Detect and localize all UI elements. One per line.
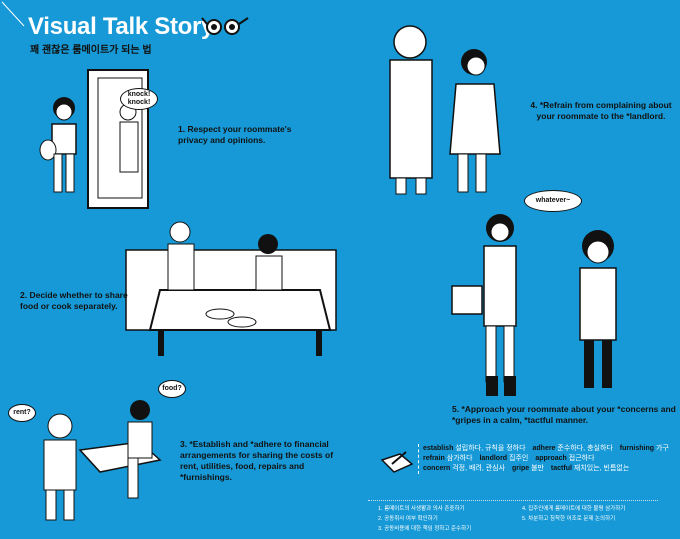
vocab-meaning: 불만 <box>531 465 544 472</box>
illustration-bills <box>43 400 162 521</box>
step-5-caption: 5. *Approach your roommate about your *c… <box>452 404 676 425</box>
vocab-word: furnishing <box>619 445 655 452</box>
vocab-meaning: 집주인 <box>509 455 529 462</box>
page-subtitle: 꽤 괜찮은 룸메이트가 되는 법 <box>30 45 152 56</box>
vocab-meaning: 가구 <box>655 445 669 452</box>
vocab-meaning: 설립하다, 규칙을 정하다 <box>455 445 526 452</box>
divider <box>368 500 658 501</box>
illustration-kitchen <box>125 221 337 356</box>
vocab-meaning: 삼가하다 <box>446 455 473 462</box>
summary-left: 1. 룸메이트의 사생활과 의사 존중하기 2. 공동취사 여부 확인하기 3.… <box>378 504 471 534</box>
speech-bubble-whatever: whatever~ <box>524 190 582 212</box>
summary-item: 3. 공동비용에 대한 책임 정하고 준수하기 <box>378 526 472 532</box>
vocab-word: adhere <box>532 445 556 452</box>
vocab-meaning: 재치있는, 빈틈없는 <box>573 465 630 472</box>
vocab-word: approach <box>535 455 567 462</box>
vocab-meaning: 걱정, 배려, 관심사 <box>452 465 506 472</box>
notebook-pen-icon <box>380 451 414 473</box>
vocab-meaning: 접근하다 <box>568 455 595 462</box>
illustration-approach <box>451 214 617 396</box>
summary-item: 5. 차분하고 침착한 어조로 문제 논의하기 <box>522 516 616 522</box>
vocab-word: gripe <box>512 465 530 472</box>
illustration-knocking-door <box>39 69 149 209</box>
vocab-word: refrain <box>423 455 445 462</box>
step-2-caption: 2. Decide whether to share food or cook … <box>20 290 128 311</box>
vocab-word: landlord <box>479 455 508 462</box>
summary-item: 2. 공동취사 여부 확인하기 <box>378 516 438 522</box>
speech-bubble-rent: rent? <box>8 404 36 422</box>
summary-item: 1. 룸메이트의 사생활과 의사 존중하기 <box>378 506 465 512</box>
speech-bubble-food: food? <box>158 380 186 398</box>
vocab-word: tactful <box>550 465 572 472</box>
speech-bubble-knock: knock! knock! <box>120 88 158 110</box>
glasses-icon <box>201 17 249 35</box>
step-4-caption: 4. *Refrain from complaining about your … <box>530 100 672 121</box>
vocabulary-list: establish 설립하다, 규칙을 정하다 adhere 준수하다, 충실하… <box>418 444 680 474</box>
vocab-word: concern <box>423 465 451 472</box>
page-title: Visual Talk Story <box>28 13 215 40</box>
vocab-meaning: 준수하다, 충실하다 <box>557 445 613 452</box>
corner-line <box>1 1 25 27</box>
illustration-landlord <box>389 25 501 195</box>
step-3-caption: 3. *Establish and *adhere to financial a… <box>180 439 334 482</box>
summary-right: 4. 집주인에게 룸메이트에 대한 불평 삼가하기 5. 차분하고 침착한 어조… <box>522 504 625 524</box>
step-1-caption: 1. Respect your roommate's privacy and o… <box>178 124 292 145</box>
summary-item: 4. 집주인에게 룸메이트에 대한 불평 삼가하기 <box>522 506 626 512</box>
vocab-word: establish <box>423 445 454 452</box>
